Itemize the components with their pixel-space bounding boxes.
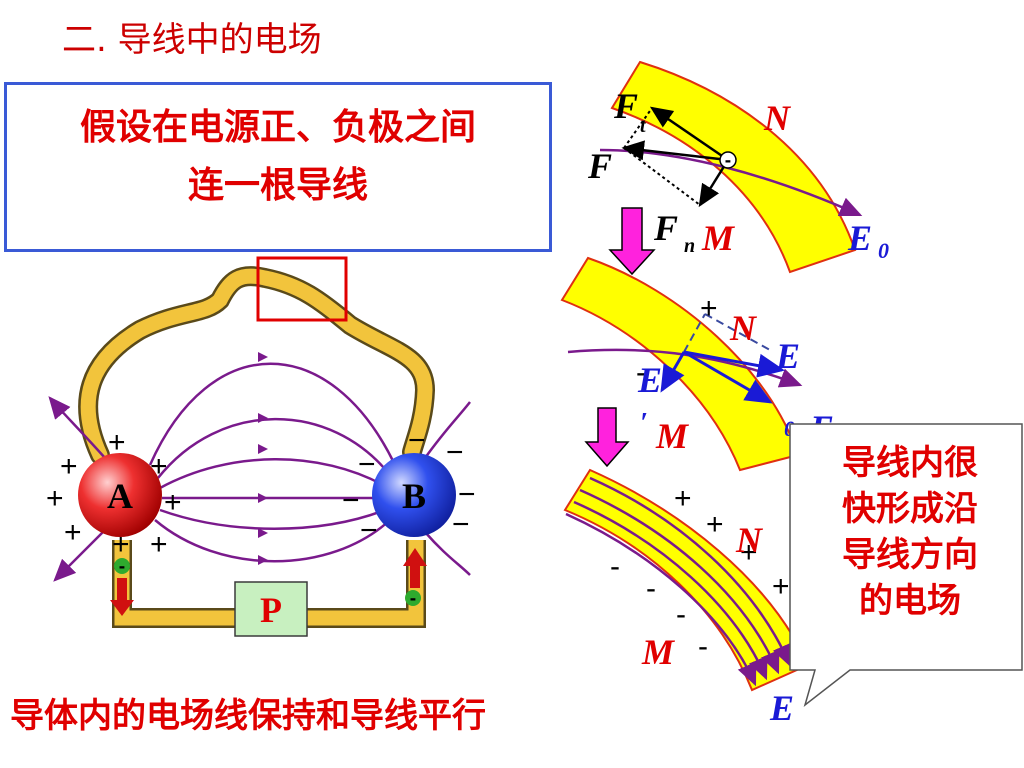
svg-text:−: − bbox=[458, 478, 476, 511]
label-m-mid: M bbox=[655, 416, 690, 456]
label-e-prime: E bbox=[637, 360, 662, 400]
label-e0-top: E bbox=[847, 218, 872, 258]
step-arrow-2 bbox=[584, 407, 630, 468]
assumption-line-2: 连一根导线 bbox=[187, 165, 368, 206]
svg-text:+: + bbox=[772, 570, 790, 603]
svg-text:+: + bbox=[706, 508, 724, 541]
sphere-b-label: B bbox=[402, 476, 426, 516]
svg-text:+: + bbox=[108, 426, 126, 459]
bottom-caption: 导体内的电场线保持和导线平行 bbox=[10, 696, 486, 736]
assumption-box: 假设在电源正、负极之间 连一根导线 bbox=[4, 82, 552, 252]
svg-text:+: + bbox=[46, 482, 64, 515]
svg-text:+: + bbox=[150, 450, 168, 483]
svg-text:+: + bbox=[150, 528, 168, 561]
highlight-rect bbox=[256, 256, 348, 322]
charge-carrier-left: - bbox=[110, 557, 134, 616]
svg-text:-: - bbox=[698, 630, 708, 663]
callout-bubble bbox=[789, 423, 1023, 708]
svg-text:−: − bbox=[358, 448, 376, 481]
pump-label: P bbox=[260, 590, 282, 630]
svg-text:n: n bbox=[684, 235, 695, 257]
label-n-bottom: N bbox=[735, 520, 764, 560]
svg-text:+: + bbox=[112, 528, 130, 561]
panel-bottom: + + + + - - - - N M E bbox=[563, 468, 810, 728]
svg-text:0: 0 bbox=[878, 238, 889, 263]
field-line-arrows bbox=[258, 352, 268, 565]
svg-text:-: - bbox=[610, 550, 620, 583]
svg-text:−: − bbox=[342, 484, 360, 517]
svg-text:+: + bbox=[64, 516, 82, 549]
pump-box bbox=[234, 581, 308, 637]
slide-title: 二. 导线中的电场 bbox=[62, 20, 322, 60]
svg-text:-: - bbox=[676, 598, 686, 631]
conductor-bottom bbox=[563, 468, 810, 692]
sphere-b bbox=[372, 453, 456, 537]
label-e-bottom: E bbox=[769, 688, 794, 728]
svg-text:-: - bbox=[410, 589, 417, 608]
svg-text:-: - bbox=[725, 151, 732, 170]
plus-charges-a: + + + + + + + + bbox=[46, 426, 182, 561]
field-lines bbox=[48, 362, 471, 582]
label-n-mid: N bbox=[729, 308, 758, 348]
label-ft: F bbox=[613, 86, 638, 126]
sphere-a-label: A bbox=[107, 476, 133, 516]
svg-text:+: + bbox=[164, 486, 182, 519]
charge-carrier-right: - bbox=[403, 548, 427, 608]
svg-text:-: - bbox=[646, 572, 656, 605]
label-m-bottom: M bbox=[641, 632, 676, 672]
svg-text:−: − bbox=[452, 508, 470, 541]
assumption-line-1: 假设在电源正、负极之间 bbox=[79, 107, 476, 148]
label-fn: F bbox=[653, 208, 678, 248]
circuit-diagram: A B + + + + + + + + − − − − − − − - bbox=[46, 256, 476, 637]
callout-text: 导线内很 快形成沿 导线方向 的电场 bbox=[800, 440, 1020, 624]
svg-text:+: + bbox=[674, 482, 692, 515]
panel-top: - F t F F n M N E 0 bbox=[587, 60, 889, 274]
svg-text:+: + bbox=[740, 536, 758, 569]
svg-text:-: - bbox=[636, 356, 646, 389]
svg-text:-: - bbox=[119, 557, 126, 576]
callout-line-4: 的电场 bbox=[859, 581, 961, 621]
svg-text:−: − bbox=[408, 424, 426, 457]
callout-line-1: 导线内很 bbox=[842, 443, 978, 483]
callout-line-3: 导线方向 bbox=[842, 535, 978, 575]
label-m-top: M bbox=[701, 218, 736, 258]
callout-line-2: 快形成沿 bbox=[842, 489, 978, 529]
svg-text:+: + bbox=[60, 450, 78, 483]
svg-text:−: − bbox=[360, 514, 378, 547]
label-e-mid: E bbox=[775, 336, 800, 376]
svg-text:−: − bbox=[446, 436, 464, 469]
label-f: F bbox=[587, 146, 612, 186]
svg-text:′: ′ bbox=[640, 408, 648, 439]
svg-text:+: + bbox=[700, 292, 718, 325]
sphere-a bbox=[78, 453, 162, 537]
svg-text:t: t bbox=[640, 115, 647, 137]
step-arrow-1 bbox=[608, 207, 656, 276]
label-n-top: N bbox=[763, 98, 792, 138]
minus-charges-b: − − − − − − − bbox=[342, 424, 476, 547]
